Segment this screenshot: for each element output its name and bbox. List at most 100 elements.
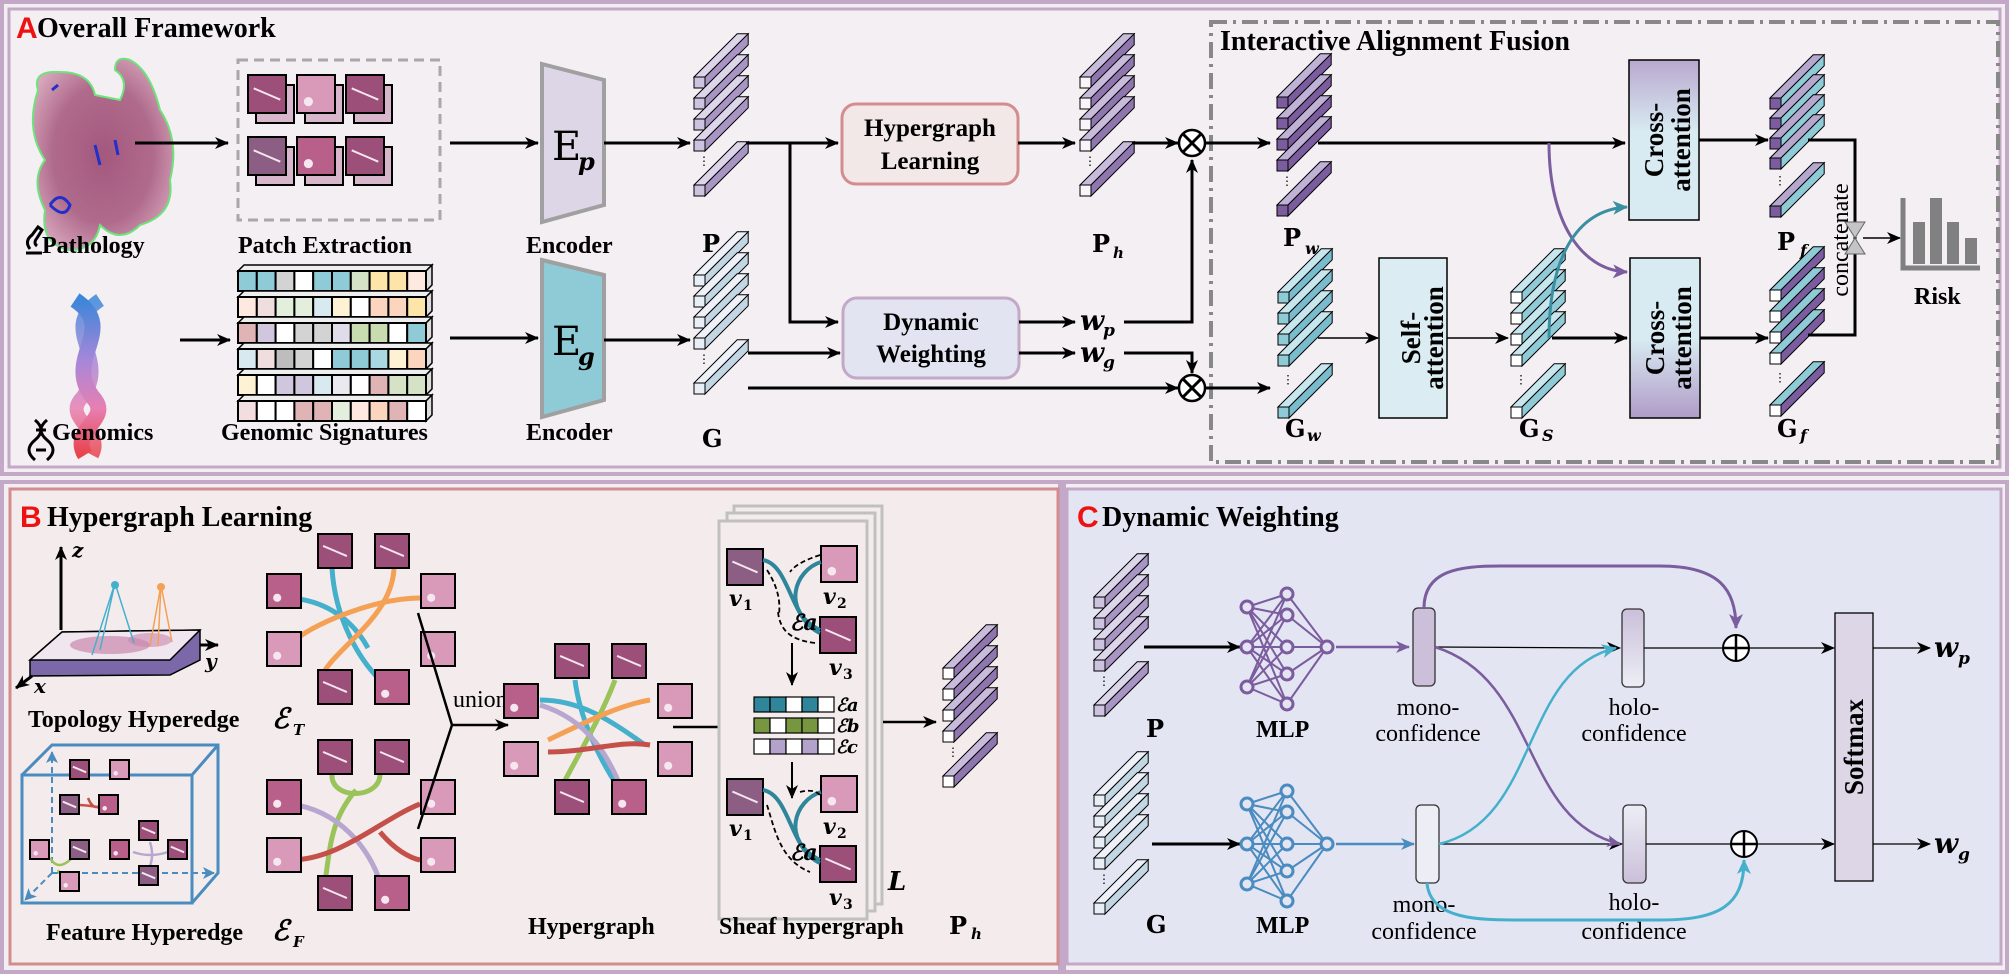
panel-b-ph-sub: h bbox=[971, 925, 982, 943]
tissue-patch bbox=[69, 759, 90, 780]
mlp-node bbox=[1239, 836, 1255, 852]
softmax-box[interactable] bbox=[1834, 612, 1874, 882]
genomic-cell bbox=[349, 400, 371, 422]
genomic-cell bbox=[349, 348, 371, 370]
genomic-cell bbox=[349, 296, 371, 318]
softmax-label: Softmax bbox=[1839, 699, 1869, 795]
tissue-patch bbox=[554, 779, 590, 815]
holo-confidence-bottom-box bbox=[1622, 804, 1647, 884]
mlp-bottom-network-icon bbox=[1239, 783, 1335, 909]
genomic-cell bbox=[349, 374, 371, 396]
genomic-cell bbox=[331, 400, 352, 422]
patch-extraction-label: Patch Extraction bbox=[238, 233, 412, 259]
feature-stack-g: ⋮ bbox=[692, 230, 750, 396]
holo-bottom-line2: confidence bbox=[1581, 919, 1686, 945]
genomic-cell bbox=[387, 400, 409, 422]
feature-symbol: ℰ bbox=[272, 914, 292, 947]
genomic-row bbox=[236, 315, 434, 345]
feature-bar bbox=[1092, 573, 1150, 631]
sheaf-edge-top bbox=[762, 558, 821, 635]
tissue-patch bbox=[317, 533, 353, 569]
vertex-sub: 1 bbox=[743, 828, 753, 844]
hyperedge bbox=[293, 595, 421, 642]
incidence-cell bbox=[753, 696, 771, 713]
tissue-patch bbox=[374, 739, 410, 775]
panel-c-wg-sub: g bbox=[1958, 845, 1970, 865]
cross-attention-top-line2: attention bbox=[1666, 88, 1696, 192]
feature-bar bbox=[1768, 360, 1826, 418]
vertex-label: v bbox=[823, 814, 836, 840]
dynamic-weighting-box[interactable] bbox=[841, 296, 1021, 380]
wsi-thumbnail bbox=[31, 57, 175, 252]
genomic-cell bbox=[331, 322, 352, 344]
encoder-bottom-label: Encoder bbox=[526, 420, 613, 446]
tissue-patch bbox=[109, 759, 130, 780]
genomic-cell bbox=[368, 374, 390, 396]
tissue-patch bbox=[29, 839, 50, 860]
dna-icon-large bbox=[69, 293, 107, 460]
sheaf-edge-top-2 bbox=[793, 560, 822, 632]
tissue-patch bbox=[345, 136, 393, 186]
feature-bar bbox=[1768, 245, 1826, 303]
vertex-label: v bbox=[729, 816, 742, 842]
vertex-sub: 1 bbox=[743, 598, 753, 614]
hypergraph-box-line1: Hypergraph bbox=[864, 115, 996, 142]
panel-c-wp-sub: p bbox=[1958, 649, 1970, 669]
genomic-cell bbox=[368, 348, 390, 370]
genomic-cell bbox=[368, 296, 390, 318]
feature-stack-c-p: ⋮ bbox=[1092, 552, 1150, 718]
feature-bar bbox=[1092, 771, 1150, 829]
hypergraph-box-line2: Learning bbox=[881, 148, 980, 175]
genomic-cell bbox=[274, 348, 296, 370]
genomic-cell bbox=[406, 296, 428, 318]
mlp-node bbox=[1279, 639, 1295, 655]
genomic-cell bbox=[274, 400, 296, 422]
edge-a-label: ℰa bbox=[790, 840, 818, 866]
sheaf-edge-bottom-2 bbox=[793, 790, 822, 862]
feature-bar bbox=[1768, 53, 1826, 111]
self-attention-box[interactable] bbox=[1378, 257, 1448, 419]
feature-bar bbox=[692, 74, 750, 132]
feature-bar bbox=[692, 32, 750, 90]
panel-a-title: Overall Framework bbox=[37, 13, 276, 44]
topology-symbol: ℰ bbox=[272, 702, 292, 735]
incidence-row-label: ℰa bbox=[836, 695, 859, 716]
panel-b-hypergraph-learning: B Hypergraph Learning z y x Topology Hyp… bbox=[0, 480, 1062, 974]
gf-label: G bbox=[1777, 414, 1798, 443]
mlp-node bbox=[1279, 607, 1295, 623]
feature-bar bbox=[692, 272, 750, 330]
holo-confidence-top-box bbox=[1621, 608, 1645, 688]
panel-b-title: Hypergraph Learning bbox=[47, 502, 312, 533]
patch-grid bbox=[247, 74, 393, 186]
pw-label: P bbox=[1283, 223, 1301, 252]
feature-stack-pf: ⋮ bbox=[1768, 53, 1826, 219]
tissue-patch bbox=[503, 741, 539, 777]
topology-hyperedge-cone-orange bbox=[149, 584, 173, 647]
incidence-row-label: ℰb bbox=[836, 716, 859, 737]
genomic-row bbox=[236, 341, 434, 371]
genomic-cell bbox=[274, 296, 296, 318]
pf-sub: f bbox=[1799, 241, 1810, 260]
microscope-icon bbox=[25, 224, 45, 255]
ellipsis: ⋮ bbox=[1084, 154, 1096, 168]
ph-label: P bbox=[1092, 229, 1110, 258]
cross-attention-top-line1: Cross- bbox=[1639, 103, 1669, 178]
axis-y-label: y bbox=[204, 649, 218, 673]
ellipsis: ⋮ bbox=[1282, 373, 1294, 387]
tissue-patch bbox=[726, 548, 764, 586]
genomic-cell bbox=[312, 296, 334, 318]
tissue-patch bbox=[420, 573, 456, 609]
mlp-node bbox=[1279, 696, 1295, 712]
feature-bar bbox=[1276, 310, 1334, 368]
x-axis bbox=[15, 674, 33, 690]
tissue-patch bbox=[167, 839, 188, 860]
cube-patches bbox=[29, 759, 188, 892]
gw-label: G bbox=[1285, 414, 1306, 443]
feature-bar bbox=[941, 644, 999, 702]
feature-bar bbox=[1092, 750, 1150, 808]
feature-bar bbox=[1276, 289, 1334, 347]
cross-attention-bottom-box[interactable] bbox=[1629, 257, 1701, 419]
vertex-sub: 3 bbox=[843, 897, 853, 913]
cross-attention-top-box[interactable] bbox=[1628, 59, 1700, 221]
plus-op-bottom bbox=[1730, 830, 1758, 858]
